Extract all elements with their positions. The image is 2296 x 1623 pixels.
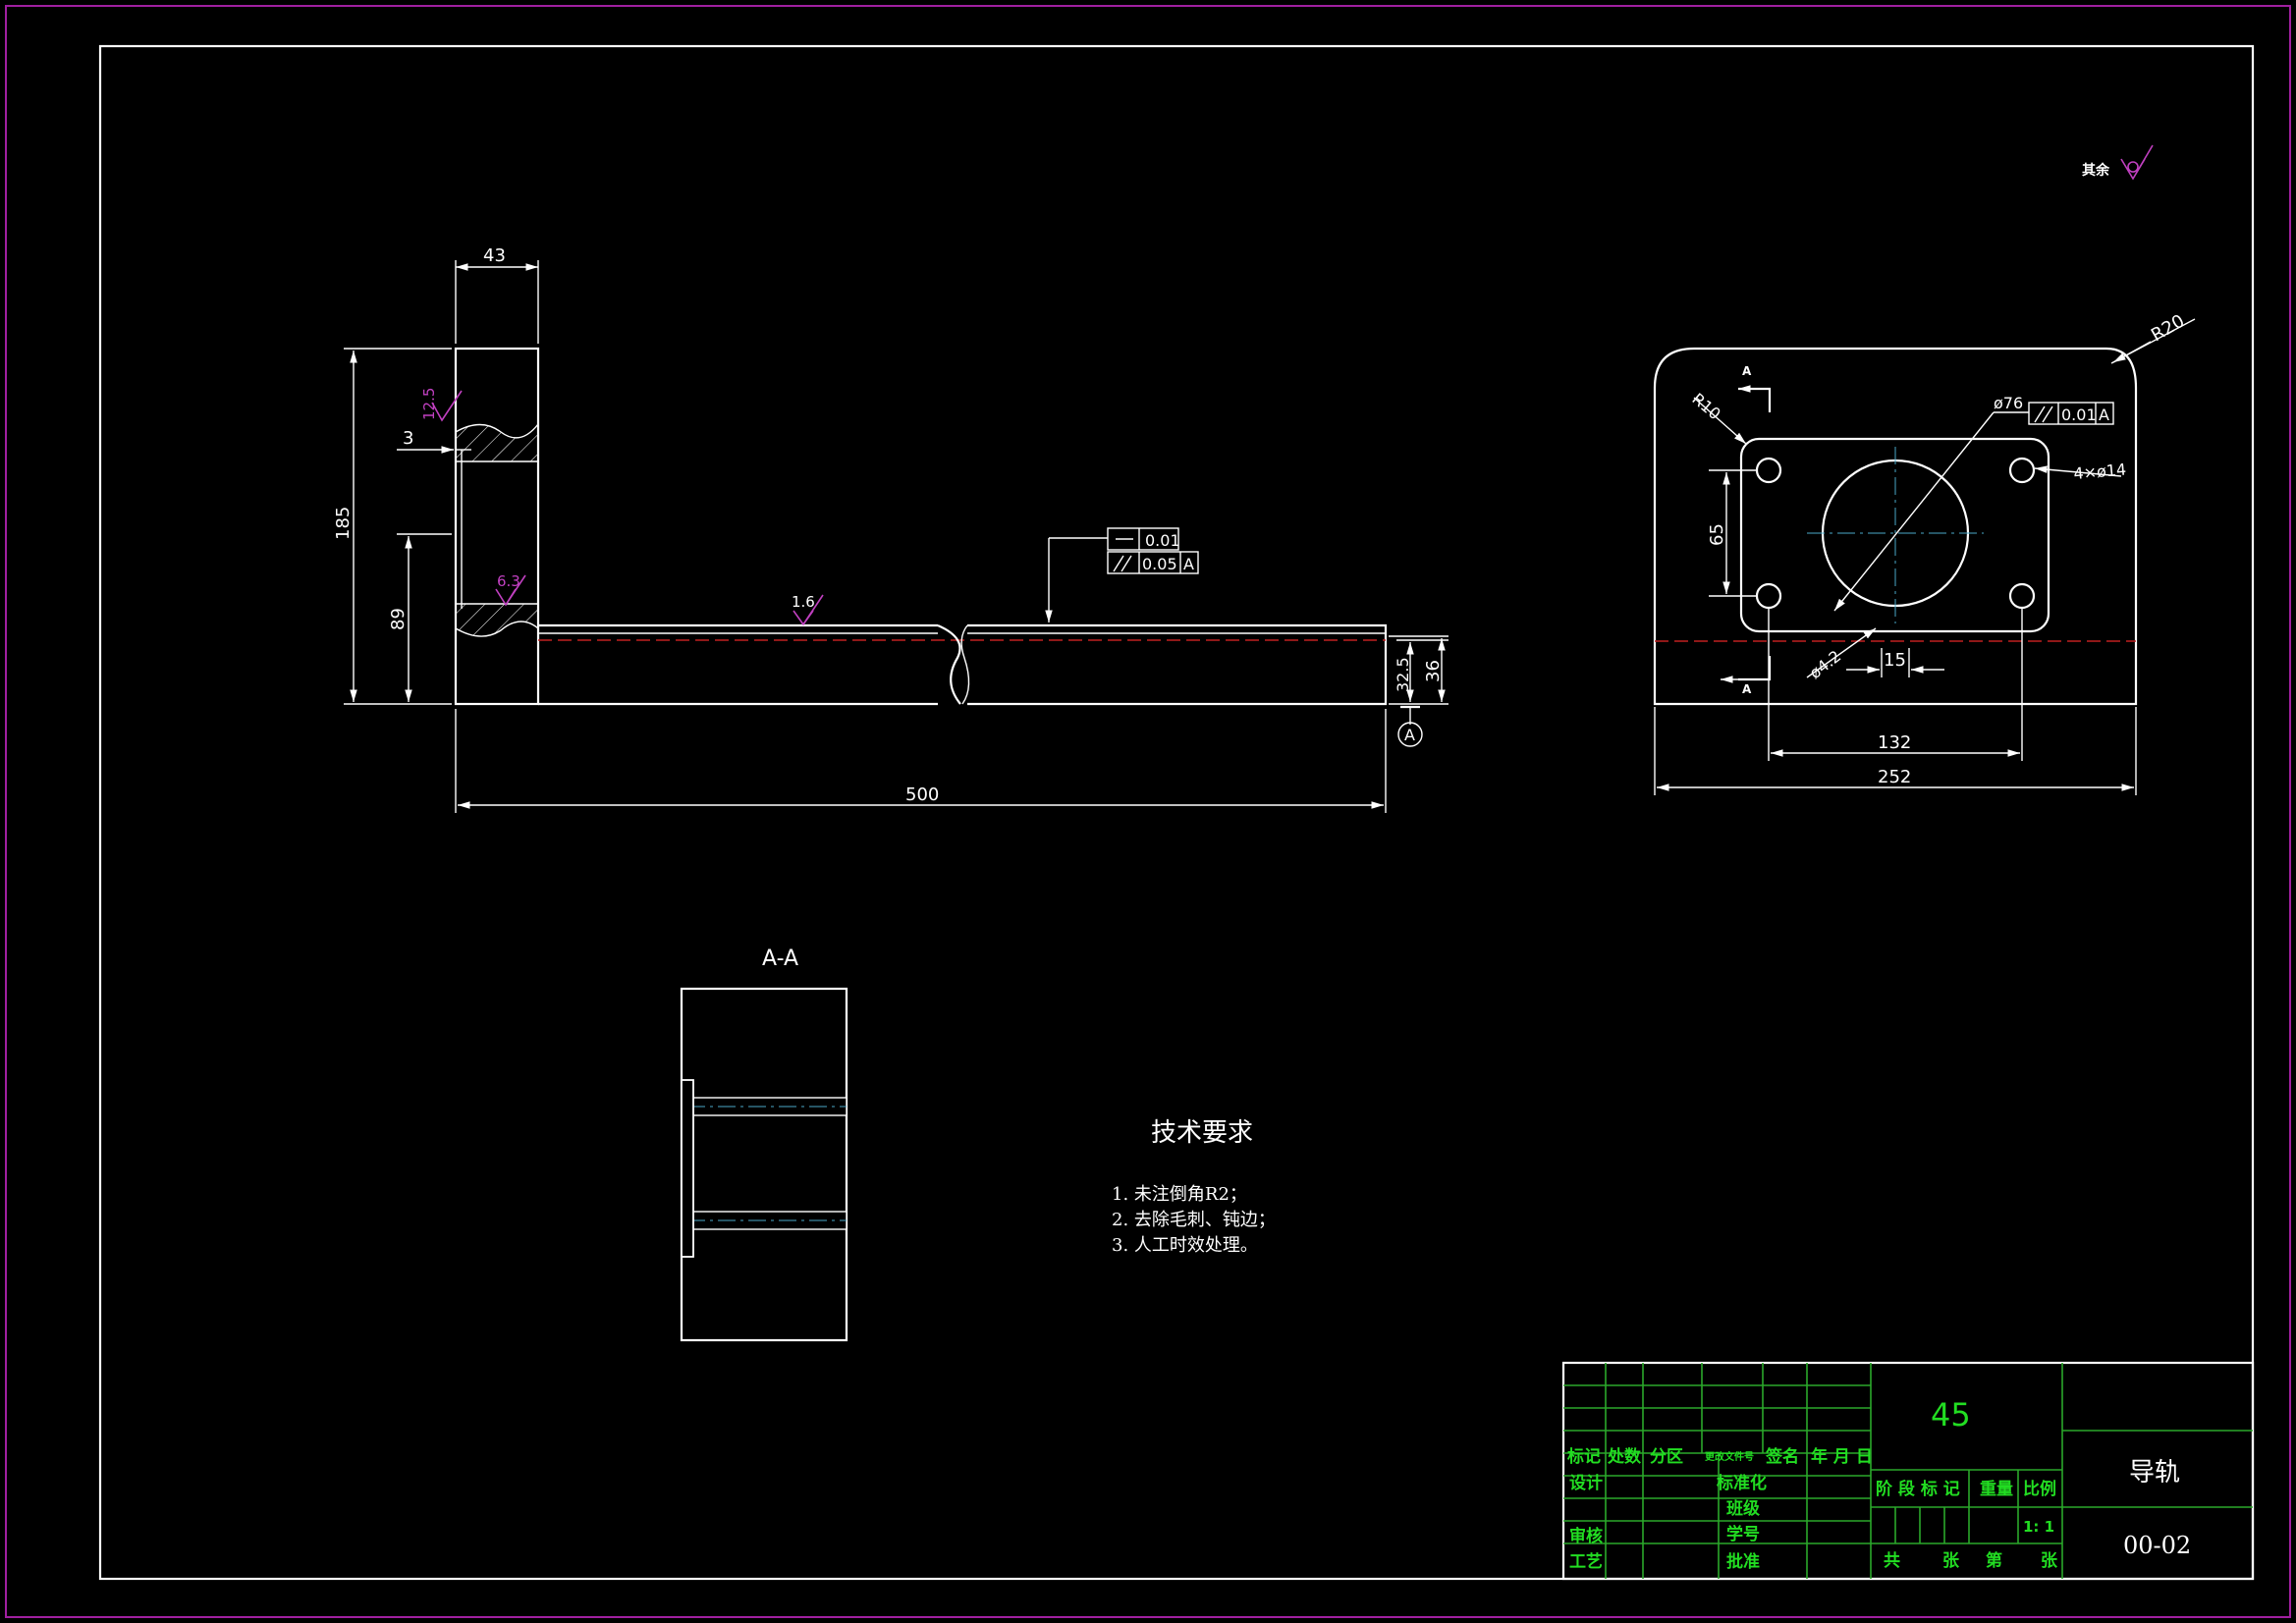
svg-text:6.3: 6.3 [497, 572, 520, 590]
front-view: 43 185 89 3 500 32.5 36 A [333, 245, 1449, 813]
tech-req-item-1: 1. 未注倒角R2； [1112, 1184, 1247, 1205]
gdt-parallel-datum: A [1183, 555, 1194, 573]
tb-scale: 1: 1 [2023, 1518, 2054, 1536]
front-rail [538, 623, 1388, 706]
section-cut-a-top: A [1742, 364, 1752, 378]
dim-500: 500 [905, 784, 939, 805]
dim-132: 132 [1878, 732, 1911, 753]
roughness-12-5: 12.5 [420, 388, 463, 422]
tb-label-pizhun: 批准 [1726, 1551, 1760, 1572]
dim-r10: R10 [1688, 390, 1723, 424]
hole-br [2008, 582, 2036, 610]
dim-89: 89 [388, 608, 409, 630]
gdt-frame-side [2028, 402, 2114, 425]
tb-label-zhang2: 张 [2041, 1551, 2058, 1571]
svg-text:1.6: 1.6 [792, 593, 815, 611]
tb-label-biaozhunhua: 标准化 [1717, 1473, 1767, 1493]
tb-label-gengai: 更改文件号 [1705, 1450, 1754, 1463]
drawing-border [98, 44, 2255, 1581]
dim-65: 65 [1707, 523, 1727, 546]
dim-185: 185 [333, 507, 354, 540]
section-aa-label: A-A [762, 947, 798, 971]
gdt-frame-front: 0.01 0.05 A [1045, 527, 1199, 622]
section-aa: A-A [680, 947, 848, 1342]
dim-dia-4-2: ø4.2 [1806, 646, 1844, 682]
tb-label-gongyi: 工艺 [1569, 1551, 1603, 1572]
dim-36: 36 [1423, 660, 1444, 682]
gdt-parallel-value: 0.05 [1142, 555, 1177, 573]
tb-label-xuehao: 学号 [1726, 1524, 1760, 1544]
roughness-1-6: 1.6 [792, 593, 824, 626]
tb-label-shenhe: 审核 [1569, 1526, 1603, 1546]
tb-label-jieduan: 阶 段 标 记 [1876, 1479, 1960, 1499]
svg-text:12.5: 12.5 [420, 388, 438, 420]
material: 45 [1931, 1396, 1971, 1434]
tech-req-title: 技术要求 [1151, 1118, 1253, 1148]
tb-label-di: 第 [1986, 1550, 2002, 1571]
gdt-side-datum: A [2099, 406, 2109, 424]
hole-tl [1755, 457, 1782, 484]
tb-label-fenqu: 分区 [1650, 1447, 1683, 1467]
hole-bl [1755, 582, 1782, 610]
side-view: A A R20 R10 ø76 0.01 A 4×ø14 65 ø4.2 [1653, 310, 2196, 795]
roughness-note-label: 其余 [2082, 162, 2110, 179]
section-cut-a-bottom: A [1742, 682, 1752, 696]
tb-label-bili: 比例 [2023, 1479, 2056, 1499]
roughness-6-3: 6.3 [495, 572, 526, 607]
tb-label-sheji: 设计 [1569, 1473, 1603, 1493]
tb-label-zhang1: 张 [1942, 1551, 1960, 1571]
front-upright [454, 347, 540, 706]
side-flange [1739, 437, 2050, 633]
tech-req-item-2: 2. 去除毛刺、钝边； [1112, 1210, 1276, 1230]
title-block: 45 导轨 00-02 标记 处数 分区 更改文件号 签名 年 月 日 设计 标… [1561, 1361, 2255, 1581]
dim-4x-dia-14: 4×ø14 [2073, 460, 2127, 483]
tech-req-item-3: 3. 人工时效处理。 [1112, 1235, 1258, 1256]
datum-a-label: A [1404, 726, 1415, 744]
tb-label-qianming: 签名 [1765, 1446, 1799, 1467]
sheet-frame [5, 5, 2291, 1618]
part-name: 导轨 [2129, 1458, 2180, 1488]
gdt-side-value: 0.01 [2061, 406, 2097, 424]
tech-requirements: 技术要求 1. 未注倒角R2； 2. 去除毛刺、钝边； 3. 人工时效处理。 [1112, 1118, 1276, 1256]
gdt-flatness-value: 0.01 [1145, 531, 1180, 550]
drawing-number: 00-02 [2123, 1532, 2191, 1559]
tb-label-biaoji: 标记 [1567, 1446, 1601, 1467]
roughness-note: 其余 [2082, 144, 2154, 181]
side-outline [1653, 347, 2138, 706]
tb-label-gong: 共 [1884, 1551, 1900, 1571]
dim-32-5: 32.5 [1394, 657, 1412, 692]
dim-3: 3 [403, 428, 413, 449]
tb-label-banji: 班级 [1726, 1498, 1760, 1519]
tb-label-nianyueri: 年 月 日 [1811, 1446, 1873, 1467]
dim-15: 15 [1884, 650, 1906, 671]
dim-252: 252 [1878, 767, 1911, 787]
datum-a-symbol [1397, 722, 1423, 747]
tb-label-chushu: 处数 [1607, 1446, 1642, 1467]
dim-43: 43 [483, 245, 506, 266]
hole-tr [2008, 457, 2036, 484]
dim-dia-76: ø76 [1994, 394, 2023, 412]
tb-label-zhongliang: 重量 [1980, 1479, 2013, 1499]
